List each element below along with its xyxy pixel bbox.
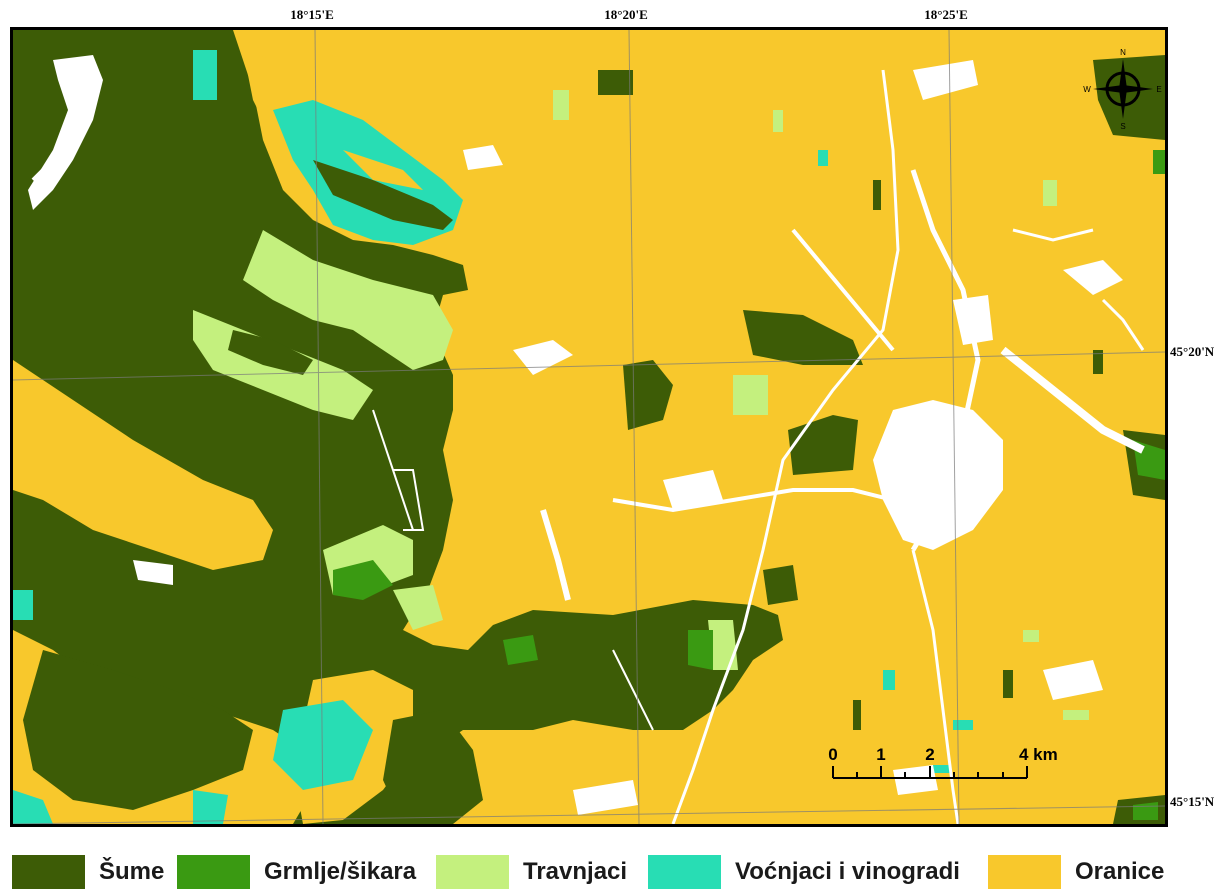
- cropland-area-west: [13, 360, 273, 570]
- small-parcels: [13, 50, 1165, 773]
- compass-label-north: N: [1120, 48, 1126, 57]
- urban-area-village-7: [463, 145, 503, 170]
- legend-swatch-travnjaci: [436, 855, 509, 889]
- urban-area-village-3: [953, 295, 993, 345]
- legend-label-oranice: Oranice: [1075, 858, 1165, 885]
- cropland-area-north-block: [343, 150, 423, 190]
- map-legend: Šume Grmlje/šikara Travnjaci Voćnjaci i …: [0, 844, 1229, 890]
- scale-bar: 0 1 2 4 km: [828, 745, 1058, 779]
- forest-patch-central: [743, 310, 863, 365]
- legend-item-vocnjaci: Voćnjaci i vinogradi: [648, 854, 960, 890]
- orchard-area-southwest-2: [193, 790, 228, 824]
- compass-label-south: S: [1120, 122, 1125, 131]
- longitude-label-1825: 18°25'E: [924, 7, 968, 22]
- urban-areas: [28, 55, 1123, 815]
- legend-item-grmlje: Grmlje/šikara: [177, 854, 416, 890]
- urban-area-northeast: [913, 60, 978, 100]
- forest-area-main: [13, 30, 783, 824]
- urban-area-village-2: [663, 470, 723, 510]
- forest-strip-central: [228, 330, 313, 375]
- urban-area-village-6: [893, 765, 938, 795]
- scale-tick-label-1: 1: [876, 745, 885, 764]
- latitude-label-4515: 45°15'N: [1170, 794, 1215, 809]
- latitude-label-4520: 45°20'N: [1170, 344, 1215, 359]
- compass-label-west: W: [1083, 85, 1091, 94]
- lake-area: [28, 55, 103, 210]
- legend-item-travnjaci: Travnjaci: [436, 854, 627, 890]
- orchard-area-southwest: [13, 790, 53, 824]
- graticule-lines: [13, 30, 1165, 824]
- shrubland-patch-southeast: [1133, 802, 1158, 820]
- forest-patch-northeast: [1093, 55, 1165, 140]
- forest-patch-central-3: [623, 360, 673, 430]
- legend-label-sume: Šume: [99, 858, 165, 885]
- urban-area-town: [873, 400, 1003, 550]
- forest-area-southwest: [23, 650, 253, 810]
- legend-swatch-sume: [12, 855, 85, 889]
- forest-patch-south: [763, 565, 798, 605]
- orchard-area-south: [273, 700, 373, 790]
- legend-label-grmlje: Grmlje/šikara: [264, 858, 417, 885]
- shrubland-area-south: [333, 560, 393, 600]
- urban-area-village-5: [573, 780, 638, 815]
- legend-swatch-vocnjaci: [648, 855, 721, 889]
- compass-label-east: E: [1156, 85, 1161, 94]
- north-arrow: N E S W: [1083, 48, 1161, 131]
- compass-needle-horizontal-icon: [1093, 85, 1153, 93]
- scale-tick-label-2: 2: [925, 745, 934, 764]
- legend-label-travnjaci: Travnjaci: [523, 858, 628, 885]
- longitude-label-1815: 18°15'E: [290, 7, 334, 22]
- urban-area-village-4: [1043, 660, 1103, 700]
- grassland-patch-center: [733, 375, 768, 415]
- legend-swatch-grmlje: [177, 855, 250, 889]
- forest-strip-north: [313, 160, 453, 230]
- legend-swatch-oranice: [988, 855, 1061, 889]
- roads: [31, 69, 1145, 824]
- forest-patch-north: [598, 70, 633, 95]
- legend-label-vocnjaci: Voćnjaci i vinogradi: [735, 858, 960, 885]
- forest-area-south-central: [383, 710, 483, 824]
- shrubland-patch-south-2: [503, 635, 538, 665]
- legend-item-sume: Šume: [12, 854, 164, 890]
- legend-item-oranice: Oranice: [988, 854, 1164, 890]
- urban-area-east: [1063, 260, 1123, 295]
- grassland-area-southwest: [393, 585, 443, 630]
- longitude-label-1820: 18°20'E: [604, 7, 648, 22]
- grassland-patch-south: [708, 620, 738, 670]
- scale-tick-label-4km: 4 km: [1019, 745, 1058, 764]
- land-cover-map-canvas: N E S W 0 1 2 4 km: [13, 30, 1165, 824]
- shrubland-patch-south: [688, 630, 713, 670]
- land-cover-map: N E S W 0 1 2 4 km: [10, 27, 1168, 827]
- scale-tick-label-0: 0: [828, 745, 837, 764]
- grassland-area-central: [243, 230, 453, 370]
- urban-area-village-8: [133, 560, 173, 585]
- urban-area-village: [513, 340, 573, 375]
